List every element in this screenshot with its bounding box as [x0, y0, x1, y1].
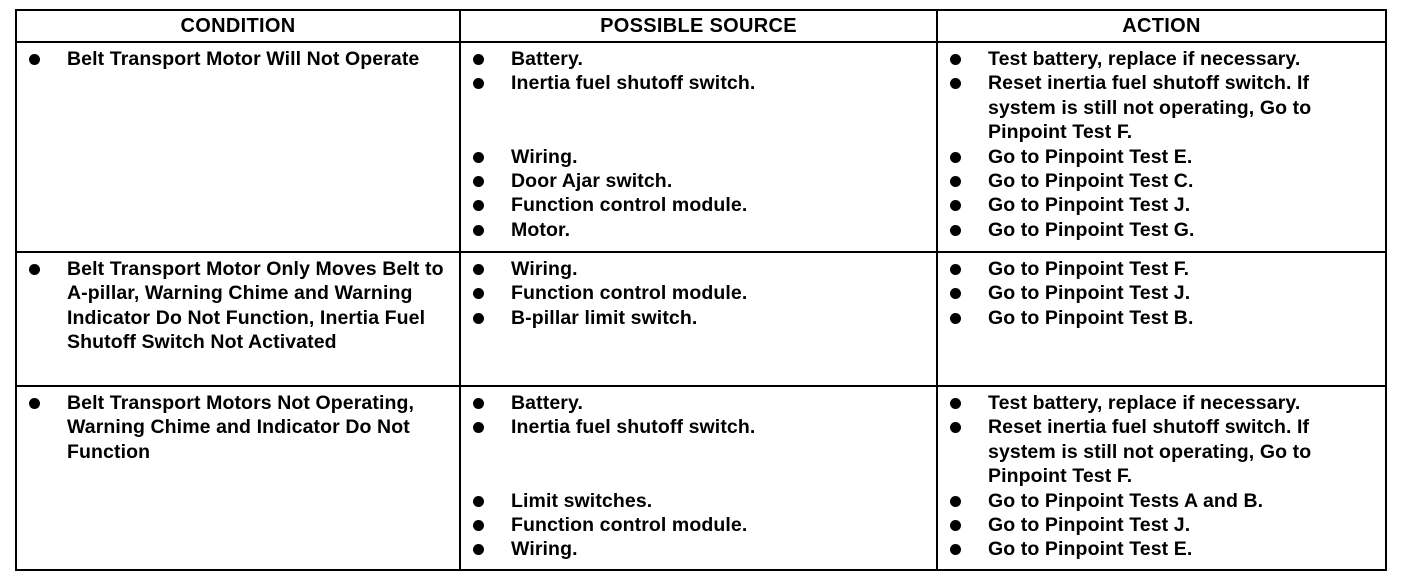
bullet-icon [950, 176, 961, 188]
bullet-icon [29, 398, 40, 409]
bullet-icon [950, 544, 961, 556]
bullet-icon [950, 151, 961, 163]
source-cell: Battery. Inertia fuel shutoff switch. Li… [459, 385, 938, 571]
action-item: Go to Pinpoint Test G. [938, 218, 1379, 242]
source-item: Function control module. [461, 513, 930, 537]
source-cell: Battery. Inertia fuel shutoff switch. Wi… [459, 41, 938, 253]
diagnosis-table: CONDITION POSSIBLE SOURCE ACTION Belt Tr… [15, 9, 1387, 571]
bullet-icon [950, 520, 961, 532]
bullet-icon [950, 422, 961, 434]
action-item: Go to Pinpoint Test J. [938, 281, 1379, 305]
source-item: Motor. [461, 218, 930, 242]
condition-cell: Belt Transport Motor Only Moves Belt to … [15, 251, 461, 387]
source-item: Inertia fuel shutoff switch. [461, 415, 930, 439]
source-item: Wiring. [461, 537, 930, 561]
bullet-icon [950, 224, 961, 236]
action-cell: Test battery, replace if necessary. Rese… [936, 41, 1387, 253]
action-item: Go to Pinpoint Test C. [938, 169, 1379, 193]
bullet-icon [473, 422, 484, 434]
bullet-icon [473, 288, 484, 300]
action-cell: Go to Pinpoint Test F. Go to Pinpoint Te… [936, 251, 1387, 387]
bullet-icon [29, 264, 40, 275]
source-item: Battery. [461, 391, 930, 415]
bullet-icon [473, 224, 484, 236]
table-row: Belt Transport Motors Not Operating, War… [15, 385, 1387, 571]
action-item: Go to Pinpoint Test E. [938, 145, 1379, 169]
bullet-icon [473, 312, 484, 324]
header-condition: CONDITION [15, 9, 461, 43]
bullet-icon [473, 151, 484, 163]
bullet-icon [29, 54, 40, 65]
header-row: CONDITION POSSIBLE SOURCE ACTION [15, 9, 1387, 43]
bullet-icon [473, 520, 484, 532]
bullet-icon [473, 495, 484, 507]
bullet-icon [473, 398, 484, 409]
source-item: Wiring. [461, 257, 930, 281]
table-row: Belt Transport Motor Only Moves Belt to … [15, 251, 1387, 387]
header-possible-source: POSSIBLE SOURCE [459, 9, 938, 43]
bullet-icon [473, 200, 484, 212]
table-row: Belt Transport Motor Will Not Operate Ba… [15, 41, 1387, 253]
bullet-icon [950, 495, 961, 507]
bullet-icon [950, 398, 961, 409]
source-item: Battery. [461, 47, 930, 71]
header-action: ACTION [936, 9, 1387, 43]
source-item: Inertia fuel shutoff switch. [461, 71, 930, 95]
source-item: Wiring. [461, 145, 930, 169]
bullet-icon [473, 544, 484, 556]
source-cell: Wiring. Function control module. B-pilla… [459, 251, 938, 387]
action-cell: Test battery, replace if necessary. Rese… [936, 385, 1387, 571]
condition-item: Belt Transport Motor Will Not Operate [17, 47, 453, 71]
source-item: Function control module. [461, 193, 930, 217]
bullet-icon [473, 78, 484, 90]
bullet-icon [473, 54, 484, 65]
action-item: Reset inertia fuel shutoff switch. If sy… [938, 71, 1379, 144]
action-item: Go to Pinpoint Test B. [938, 306, 1379, 330]
action-item: Test battery, replace if necessary. [938, 391, 1379, 415]
source-item: Limit switches. [461, 489, 930, 513]
bullet-icon [950, 312, 961, 324]
source-item: B-pillar limit switch. [461, 306, 930, 330]
action-item: Go to Pinpoint Test E. [938, 537, 1379, 561]
source-item: Door Ajar switch. [461, 169, 930, 193]
condition-cell: Belt Transport Motors Not Operating, War… [15, 385, 461, 571]
action-item: Go to Pinpoint Test F. [938, 257, 1379, 281]
action-item: Go to Pinpoint Tests A and B. [938, 489, 1379, 513]
bullet-icon [950, 54, 961, 65]
bullet-icon [473, 264, 484, 275]
action-item: Go to Pinpoint Test J. [938, 193, 1379, 217]
condition-item: Belt Transport Motor Only Moves Belt to … [17, 257, 453, 355]
source-item: Function control module. [461, 281, 930, 305]
condition-item: Belt Transport Motors Not Operating, War… [17, 391, 453, 464]
action-item: Test battery, replace if necessary. [938, 47, 1379, 71]
bullet-icon [950, 264, 961, 275]
condition-cell: Belt Transport Motor Will Not Operate [15, 41, 461, 253]
bullet-icon [950, 78, 961, 90]
action-item: Reset inertia fuel shutoff switch. If sy… [938, 415, 1379, 488]
bullet-icon [473, 176, 484, 188]
bullet-icon [950, 200, 961, 212]
bullet-icon [950, 288, 961, 300]
action-item: Go to Pinpoint Test J. [938, 513, 1379, 537]
